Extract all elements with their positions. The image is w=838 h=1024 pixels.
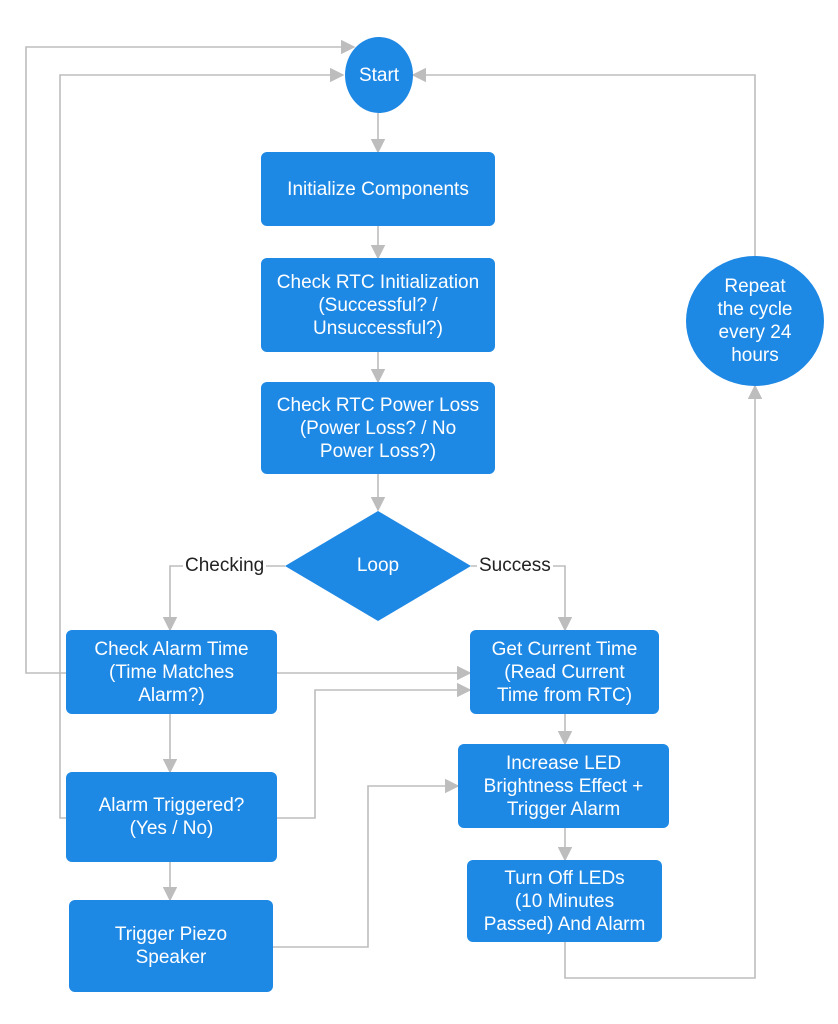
turn-off-leds-node: Turn Off LEDs (10 Minutes Passed) And Al… [467,860,662,942]
get-current-time-node: Get Current Time (Read Current Time from… [470,630,659,714]
start-node: Start [345,37,413,113]
edge-check-back-to-start [25,39,356,674]
edge-triggered-to-gettime [277,682,472,819]
increase-led-brightness-node: Increase LED Brightness Effect + Trigger… [458,744,669,828]
loop-label: Loop [356,555,400,576]
trigger-piezo-speaker-node: Trigger Piezo Speaker [69,900,273,992]
check-rtc-power-loss-node: Check RTC Power Loss (Power Loss? / No P… [261,382,495,474]
initialize-components-node: Initialize Components [261,152,495,226]
success-label: Success [477,555,553,577]
check-rtc-initialization-node: Check RTC Initialization (Successful? / … [261,258,495,352]
edge-triggered-back-to-start [59,67,345,819]
check-alarm-time-node: Check Alarm Time (Time Matches Alarm?) [66,630,277,714]
repeat-cycle-node: Repeat the cycle every 24 hours [686,256,824,386]
loop-diamond [285,511,471,621]
edge-off-to-repeat [564,384,763,979]
checking-label: Checking [183,555,267,577]
alarm-triggered-node: Alarm Triggered? (Yes / No) [66,772,277,862]
edge-piezo-to-led [273,778,460,948]
edge-repeat-to-start [411,67,756,256]
